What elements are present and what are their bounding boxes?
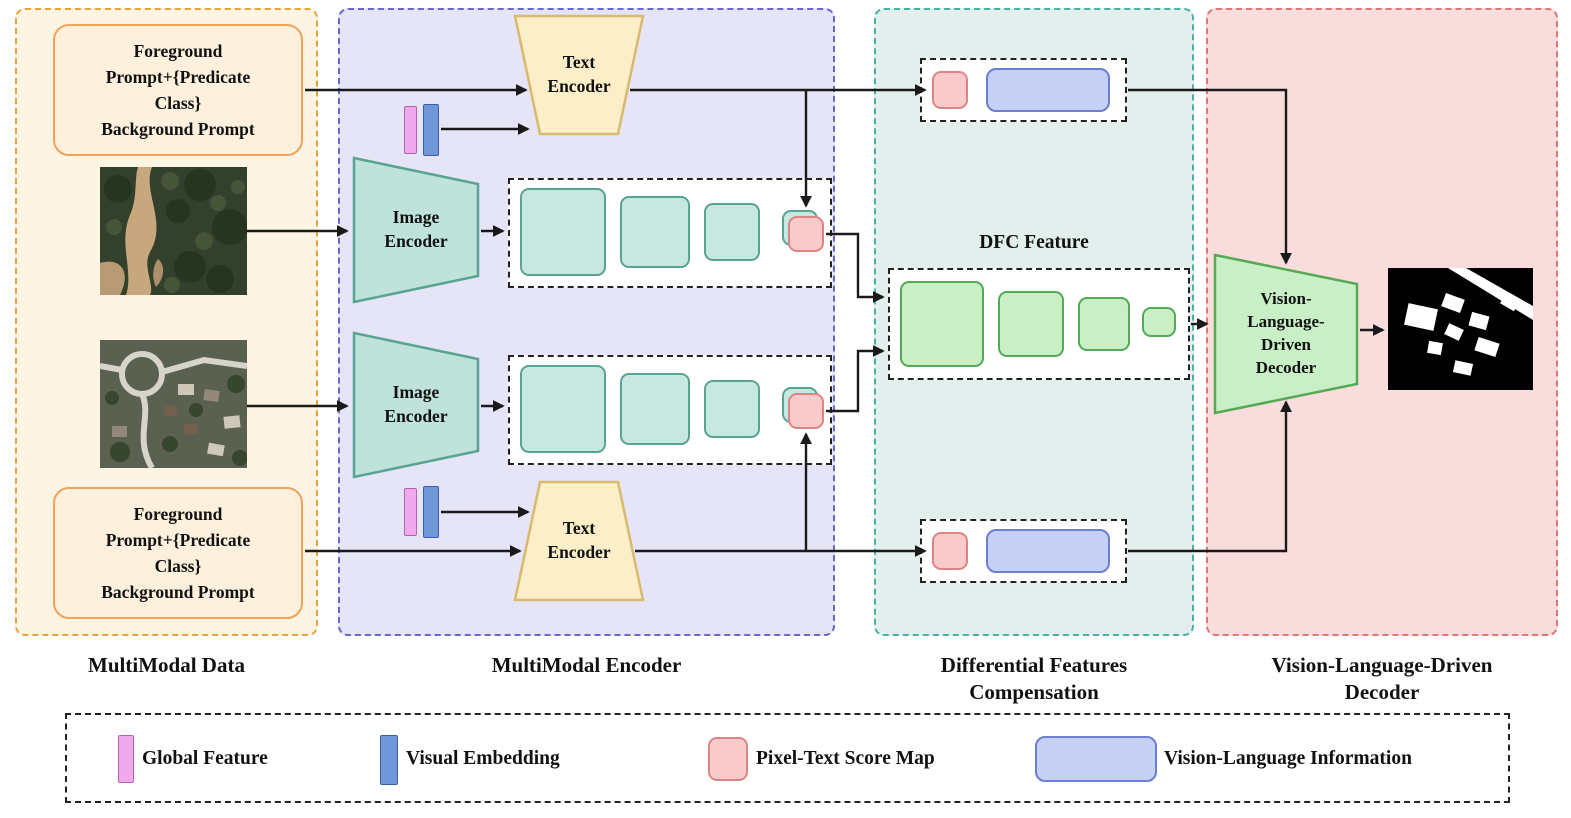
vld-decoder-label: Vision- Language- Driven Decoder bbox=[1247, 289, 1325, 377]
vld-decoder-shape bbox=[1213, 253, 1359, 415]
segmentation-mask-output bbox=[1388, 268, 1533, 390]
legend-vision-language-information-swatch bbox=[1035, 736, 1157, 782]
dfc-feature-1 bbox=[900, 281, 984, 367]
caption-multimodal-data: MultiModal Data bbox=[88, 653, 245, 677]
score-map-bottom bbox=[788, 393, 824, 429]
legend-pixel-text-score-map-swatch bbox=[708, 737, 748, 781]
feature-map-bottom-2 bbox=[620, 373, 690, 445]
satellite-image-t1 bbox=[100, 167, 247, 295]
caption-vision-language-driven-decoder: Vision-Language-Driven Decoder bbox=[1271, 653, 1493, 705]
caption-multimodal-encoder: MultiModal Encoder bbox=[491, 653, 682, 677]
vision-language-info-bottom bbox=[986, 529, 1110, 573]
text-encoder-top-shape bbox=[513, 14, 645, 136]
text-encoder-bottom-label: Text Encoder bbox=[547, 518, 611, 562]
visual-embedding-bar-bottom bbox=[423, 486, 439, 538]
dfc-feature-2 bbox=[998, 291, 1064, 357]
text-encoder-bottom-shape bbox=[513, 480, 645, 602]
legend-vision-language-information-label: Vision-Language Information bbox=[1164, 748, 1412, 769]
legend-global-feature-swatch bbox=[118, 735, 134, 783]
visual-embedding-bar-top bbox=[423, 104, 439, 156]
legend-global-feature-label: Global Feature bbox=[142, 748, 268, 769]
foreground-prompt-top: Foreground Prompt+{Predicate Class} Back… bbox=[53, 24, 303, 156]
legend-visual-embedding-label: Visual Embedding bbox=[406, 748, 560, 769]
feature-map-top-3 bbox=[704, 203, 760, 261]
image-encoder-bottom-label: Image Encoder bbox=[384, 382, 448, 426]
legend-box bbox=[65, 713, 1510, 803]
satellite-image-t2 bbox=[100, 340, 247, 468]
foreground-prompt-bottom: Foreground Prompt+{Predicate Class} Back… bbox=[53, 487, 303, 619]
score-map-token-bottom bbox=[932, 532, 968, 570]
legend-pixel-text-score-map-label: Pixel-Text Score Map bbox=[756, 748, 935, 769]
dfc-feature-3 bbox=[1078, 297, 1130, 351]
image-encoder-top-label: Image Encoder bbox=[384, 207, 448, 251]
image-encoder-bottom-shape bbox=[352, 331, 480, 479]
feature-map-top-1 bbox=[520, 188, 606, 276]
text-encoder-top-label: Text Encoder bbox=[547, 52, 611, 96]
feature-map-bottom-1 bbox=[520, 365, 606, 453]
feature-map-top-2 bbox=[620, 196, 690, 268]
legend-visual-embedding-swatch bbox=[380, 735, 398, 785]
vision-language-info-top bbox=[986, 68, 1110, 112]
dfc-feature-4 bbox=[1142, 307, 1176, 337]
global-feature-bar-bottom bbox=[404, 488, 417, 536]
feature-map-bottom-3 bbox=[704, 380, 760, 438]
global-feature-bar-top bbox=[404, 106, 417, 154]
dfc-feature-label: DFC Feature bbox=[979, 231, 1089, 253]
score-map-top bbox=[788, 216, 824, 252]
score-map-token-top bbox=[932, 71, 968, 109]
caption-differential-features-compensation: Differential Features Compensation bbox=[940, 653, 1128, 705]
image-encoder-top-shape bbox=[352, 156, 480, 304]
